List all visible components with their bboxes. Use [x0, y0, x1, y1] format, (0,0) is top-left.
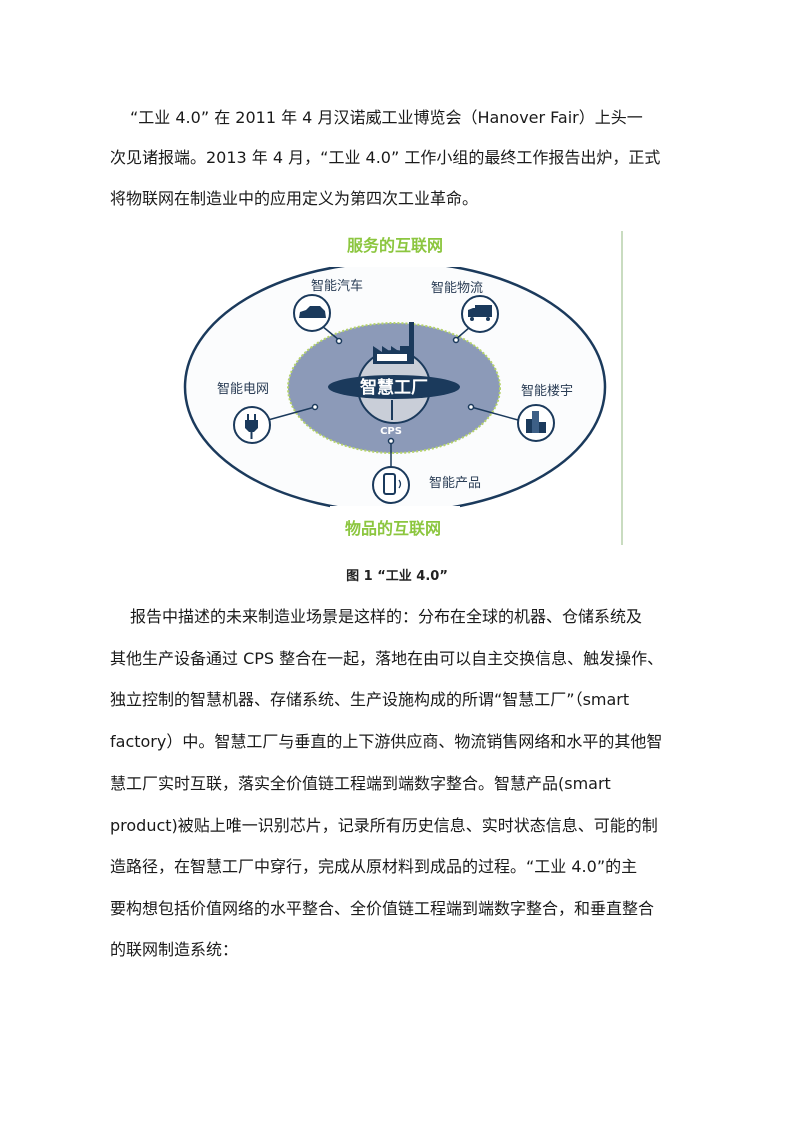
node-label-product: 智能产品: [429, 476, 481, 491]
node-label-logistics: 智能物流: [431, 281, 483, 296]
text-line: 独立控制的智慧机器、存储系统、生产设施构成的所谓“智慧工厂”（smart: [110, 690, 630, 709]
node-label-car: 智能汽车: [311, 278, 363, 294]
things-internet-label: 物品的互联网: [345, 519, 441, 538]
smartphone-icon: [372, 466, 410, 504]
text-line: factory）中。智慧工厂与垂直的上下游供应商、物流销售网络和水平的其他智: [110, 732, 663, 751]
smart-factory-pill: [328, 375, 460, 399]
text-line: 的联网制造系统：: [110, 940, 239, 959]
node-label-grid: 智能电网: [217, 382, 269, 397]
gap-bottom: [330, 506, 460, 518]
industry-4-diagram: 智慧工厂 CPS 智能汽车 智能物流 智能电网 智能楼: [183, 231, 623, 545]
text-line: 造路径，在智慧工厂中穿行，完成从原材料到成品的过程。“工业 4.0”的主: [110, 857, 638, 876]
gap-top: [330, 255, 460, 267]
services-internet-label: 服务的互联网: [347, 236, 443, 255]
text-line: 报告中描述的未来制造业场景是这样的：分布在全球的机器、仓储系统及: [130, 607, 643, 626]
truck-icon: [461, 295, 499, 333]
node-label-building: 智能楼宇: [521, 384, 573, 399]
car-icon: [293, 294, 331, 332]
text-line: 其他生产设备通过 CPS 整合在一起，落地在由可以自主交换信息、触发操作、: [110, 649, 664, 668]
figure-caption: 图 1 “工业 4.0”: [346, 569, 448, 584]
text-line: product)被贴上唯一识别芯片，记录所有历史信息、实时状态信息、可能的制: [110, 816, 658, 835]
text-line: “工业 4.0” 在 2011 年 4 月汉诺威工业博览会（Hanover Fa…: [130, 108, 643, 127]
text-line: 将物联网在制造业中的应用定义为第四次工业革命。: [110, 189, 479, 208]
center-label: 智慧工厂: [360, 377, 428, 398]
text-line: 次见诸报端。2013 年 4 月，“工业 4.0” 工作小组的最终工作报告出炉，…: [110, 148, 661, 167]
cps-label: CPS: [380, 426, 402, 437]
building-icon: [517, 404, 555, 442]
factory-icon: [373, 322, 414, 364]
plug-icon: [233, 406, 271, 444]
text-line: 要构想包括价值网络的水平整合、全价值链工程端到端数字整合，和垂直整合: [110, 899, 655, 918]
text-line: 慧工厂实时互联，落实全价值链工程端到端数字整合。智慧产品(smart: [110, 774, 611, 793]
